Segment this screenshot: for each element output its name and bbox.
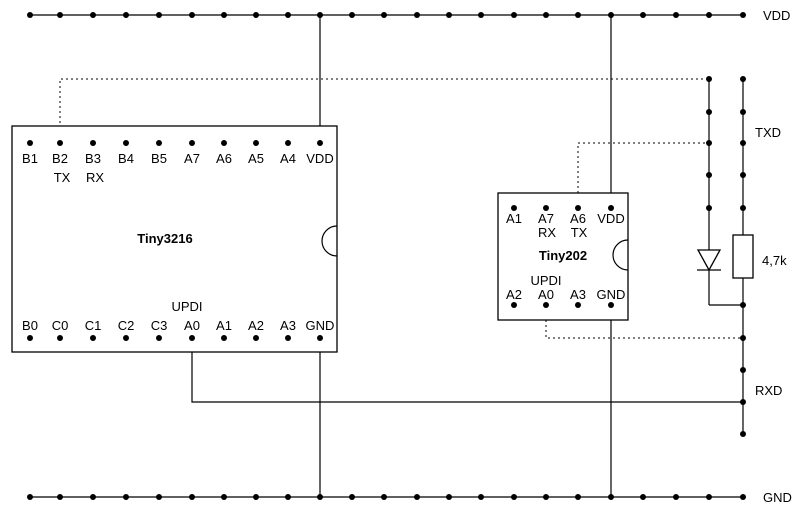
- pin-label: B4: [118, 151, 134, 166]
- vdd-label: VDD: [763, 8, 790, 23]
- pin-label: A3: [280, 318, 296, 333]
- chip-tiny202-bottom-pins: [511, 302, 614, 308]
- vdd-rail: [27, 12, 746, 18]
- pin-label: A0: [184, 318, 200, 333]
- chip-tiny3216-name: Tiny3216: [137, 231, 192, 246]
- pin-label: C0: [52, 318, 69, 333]
- pin-label: A2: [248, 318, 264, 333]
- chip-tiny202-name: Tiny202: [539, 248, 587, 263]
- pin-sub-tx: TX: [571, 225, 588, 240]
- pin-label: B1: [22, 151, 38, 166]
- pin-label: B3: [85, 151, 101, 166]
- pin-label: B2: [52, 151, 68, 166]
- pin-label: A6: [570, 211, 586, 226]
- pin-label: C2: [118, 318, 135, 333]
- pin-label: B5: [151, 151, 167, 166]
- diode: [696, 249, 743, 306]
- pin-label: GND: [306, 318, 335, 333]
- rxd-label: RXD: [755, 383, 782, 398]
- resistor: [732, 234, 754, 279]
- pin-sub-rx: RX: [538, 225, 556, 240]
- pin-label: A3: [570, 287, 586, 302]
- pin-label: VDD: [306, 151, 333, 166]
- txd-label: TXD: [755, 125, 781, 140]
- pin-label: A6: [216, 151, 232, 166]
- solid-wires: [191, 15, 743, 497]
- pin-label: GND: [597, 287, 626, 302]
- resistor-value: 4,7k: [762, 253, 787, 268]
- pin-label: A2: [506, 287, 522, 302]
- pin-label: A4: [280, 151, 296, 166]
- chip-tiny3216-bottom-pins: [27, 335, 323, 341]
- pin-label: VDD: [597, 211, 624, 226]
- pin-label: A1: [506, 211, 522, 226]
- chip-tiny202-top-pins: [511, 205, 614, 211]
- chip-tiny202: Tiny202 A1 A7 A6 VDD RX TX UPDI A2 A0 A3…: [497, 192, 629, 321]
- gnd-label: GND: [763, 490, 792, 505]
- pin-label: C1: [85, 318, 102, 333]
- chip-tiny3216-top-pins: [27, 140, 323, 146]
- chip-tiny3216: Tiny3216 B1 B2 B3 B4 B5 A7 A6 A5 A4 VDD …: [11, 125, 338, 353]
- pin-sup-updi: UPDI: [171, 299, 202, 314]
- pin-sub-tx: TX: [54, 170, 71, 185]
- pin-label: A7: [538, 211, 554, 226]
- pin-label: B0: [22, 318, 38, 333]
- pin-label: A0: [538, 287, 554, 302]
- pin-label: A7: [184, 151, 200, 166]
- pin-sub-rx: RX: [86, 170, 104, 185]
- pin-sup-updi: UPDI: [530, 273, 561, 288]
- pin-label: C3: [151, 318, 168, 333]
- pin-label: A1: [216, 318, 232, 333]
- gnd-rail: [27, 494, 746, 500]
- pin-label: A5: [248, 151, 264, 166]
